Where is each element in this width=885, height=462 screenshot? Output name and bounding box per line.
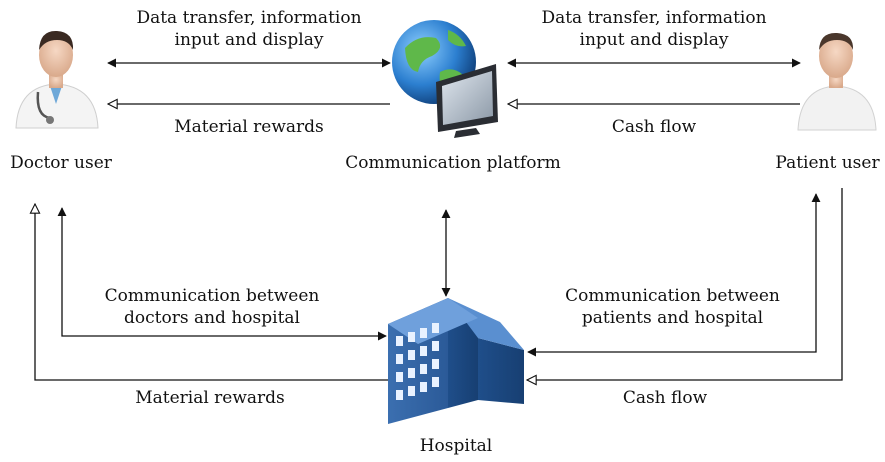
doctor-hospital-comm-label: Communication between doctors and hospit… [72,285,352,329]
hospital-to-doctor-rewards-label: Material rewards [135,388,285,408]
patient-user-label: Patient user [775,153,880,173]
patient-platform-data-line2: input and display [579,30,729,50]
doctor-platform-data-label: Data transfer, information input and dis… [108,7,390,51]
platform-to-doctor-rewards-label: Material rewards [174,117,324,137]
doctor-avatar-icon [15,30,99,129]
doctor-hospital-comm-line2: doctors and hospital [124,308,300,328]
globe-monitor-icon [392,20,498,138]
patient-hospital-comm-line2: patients and hospital [581,308,764,328]
hospital-to-doctor-rewards-arrow [35,204,388,381]
doctor-platform-data-line2: input and display [174,30,324,50]
patient-avatar-icon [797,32,877,131]
patient-platform-data-line1: Data transfer, information [541,8,767,28]
doctor-hospital-comm-arrow [57,207,387,341]
patient-platform-data-label: Data transfer, information input and dis… [508,7,800,51]
patient-to-hospital-cash-arrow [527,188,843,380]
patient-hospital-comm-line1: Communication between [565,286,780,306]
patient-to-platform-cash-label: Cash flow [611,117,697,137]
doctor-platform-data-line1: Data transfer, information [136,8,362,28]
hospital-building-icon [388,298,524,424]
hospital-label: Hospital [419,436,493,456]
patient-hospital-comm-arrow [527,193,821,357]
platform-label: Communication platform [345,153,561,173]
doctor-hospital-comm-line1: Communication between [104,286,320,306]
doctor-user-label: Doctor user [10,153,112,173]
patient-hospital-comm-label: Communication between patients and hospi… [530,285,815,329]
patient-to-hospital-cash-label: Cash flow [622,388,708,408]
